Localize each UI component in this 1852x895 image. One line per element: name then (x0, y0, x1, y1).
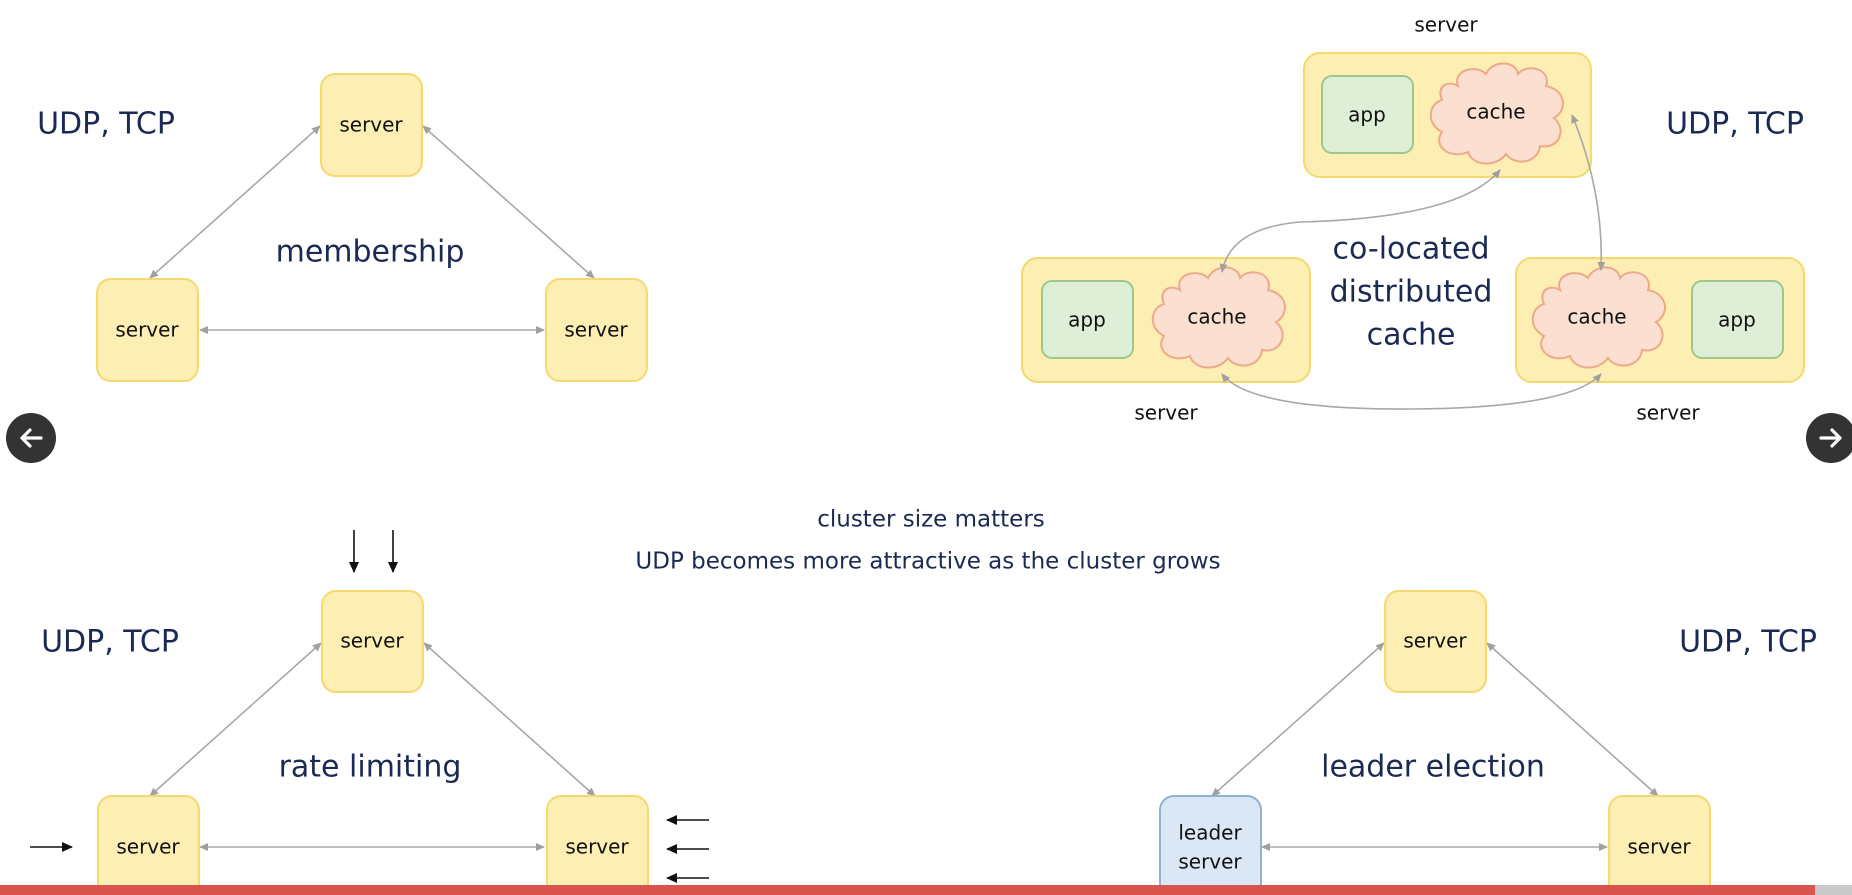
cache-title-line2: distributed (1330, 275, 1493, 310)
membership-server-right (545, 278, 648, 382)
cache-app-right-label: app (1718, 308, 1756, 332)
leader-link-top-right (1486, 642, 1659, 797)
rate-limiting-panel: UDP, TCP rate limiting server server ser… (30, 530, 709, 895)
cache-panel: UDP, TCP co-located distributed cache se… (1021, 13, 1805, 425)
previous-slide-button[interactable] (6, 413, 56, 463)
cache-cloud-left-label: cache (1187, 305, 1246, 329)
membership-server-top (320, 73, 423, 177)
rate-limiting-protocols-label: UDP, TCP (41, 625, 179, 660)
cache-cloud-top-label: cache (1466, 100, 1525, 124)
leader-election-protocols-label: UDP, TCP (1679, 625, 1817, 660)
cache-app-top-label: app (1348, 103, 1386, 127)
membership-panel: UDP, TCP membership server server server (37, 73, 648, 382)
rate-server-top-label: server (340, 629, 404, 653)
leader-server-label-line2: server (1178, 850, 1242, 874)
cache-link-top-right (1571, 114, 1606, 271)
rate-limiting-title: rate limiting (279, 750, 462, 785)
leader-server-top-label: server (1403, 629, 1467, 653)
membership-link-top-right (422, 125, 595, 279)
cache-title-line1: co-located (1332, 232, 1489, 267)
cache-cloud-right-label: cache (1567, 305, 1626, 329)
rate-server-top (321, 590, 424, 693)
leader-election-title: leader election (1321, 750, 1545, 785)
membership-server-left (96, 278, 199, 382)
rate-server-left-label: server (116, 835, 180, 859)
leader-server-right-label: server (1627, 835, 1691, 859)
arrow-left-icon (20, 428, 43, 448)
cache-title-line3: cache (1367, 318, 1456, 353)
cache-protocols-label: UDP, TCP (1666, 107, 1804, 142)
leader-server-label-line1: leader (1178, 821, 1242, 845)
cache-link-top-left (1219, 169, 1501, 273)
membership-server-top-label: server (339, 113, 403, 137)
rate-link-top-right (423, 642, 596, 797)
leader-server-right (1608, 795, 1711, 895)
cache-top-server-caption: server (1414, 13, 1478, 37)
membership-title: membership (276, 235, 465, 270)
rate-link-top-left (149, 642, 322, 797)
membership-link-top-left (149, 125, 321, 279)
progress-fill (0, 885, 1815, 895)
cache-app-right (1691, 280, 1784, 359)
leader-link-top-left (1211, 642, 1385, 797)
arrow-right-icon (1819, 428, 1842, 448)
cache-app-left-label: app (1068, 308, 1106, 332)
leader-server-node (1159, 795, 1262, 895)
center-subheading: UDP becomes more attractive as the clust… (635, 549, 1220, 575)
progress-bar[interactable] (0, 885, 1852, 895)
rate-server-left (97, 795, 200, 895)
leader-server-top (1384, 590, 1487, 693)
cache-right-server-caption: server (1636, 401, 1700, 425)
rate-server-right-label: server (565, 835, 629, 859)
cache-app-top (1321, 75, 1414, 154)
cache-app-left (1041, 280, 1134, 359)
membership-protocols-label: UDP, TCP (37, 107, 175, 142)
cache-link-left-right (1221, 373, 1602, 410)
next-slide-button[interactable] (1806, 413, 1852, 463)
cache-left-server-caption: server (1134, 401, 1198, 425)
center-heading: cluster size matters (817, 507, 1045, 533)
membership-server-left-label: server (115, 318, 179, 342)
rate-server-right (546, 795, 649, 895)
membership-server-right-label: server (564, 318, 628, 342)
leader-election-panel: UDP, TCP leader election server leader s… (1159, 590, 1817, 895)
